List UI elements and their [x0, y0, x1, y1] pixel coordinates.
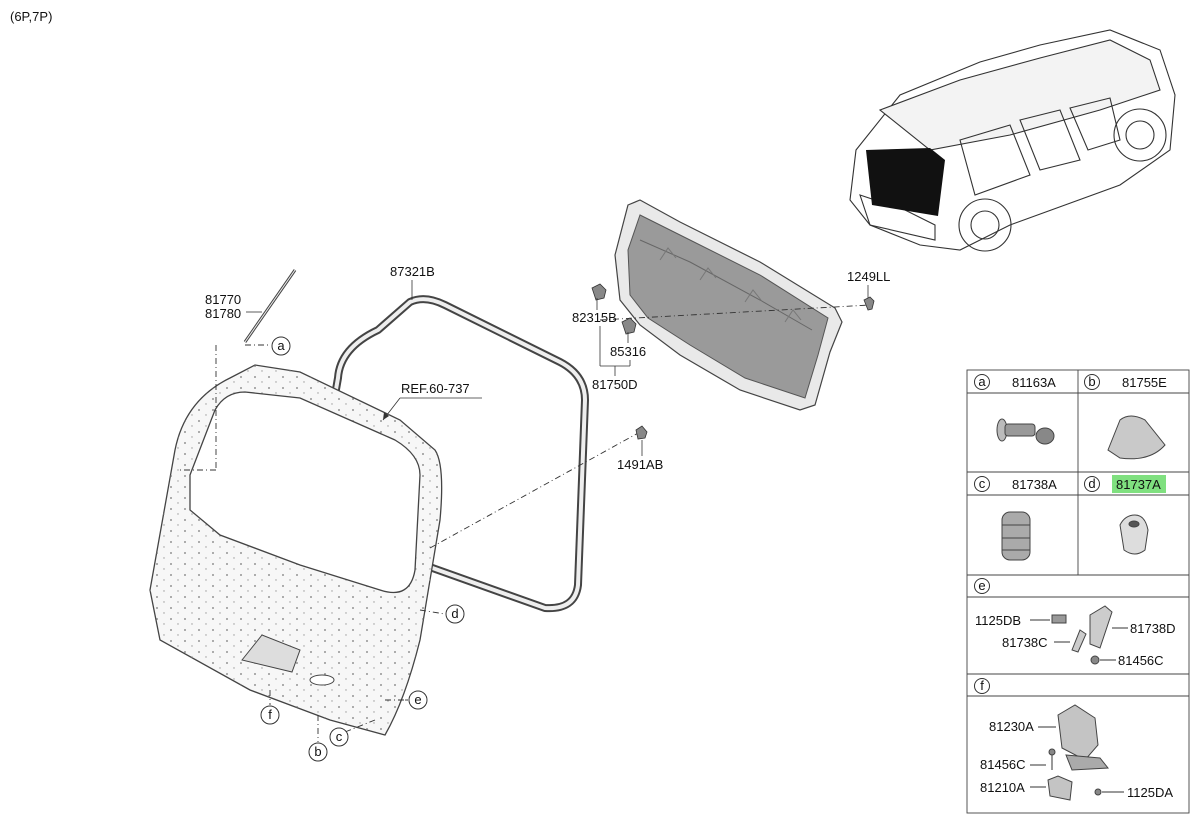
legend-a-part: 81163A: [1012, 375, 1056, 390]
legend-f-header: f: [974, 678, 990, 694]
label-clip-85316: 85316: [610, 344, 646, 359]
legend-e-striker: 81738D: [1130, 621, 1176, 636]
label-trim-81750d: 81750D: [592, 377, 638, 392]
svg-text:c: c: [979, 476, 986, 491]
legend-e-bracket: 81738C: [1002, 635, 1048, 650]
svg-text:d: d: [451, 606, 458, 621]
bumper-cap-icon: [1107, 415, 1166, 460]
label-clip-82315b: 82315B: [572, 310, 617, 325]
svg-text:b: b: [314, 744, 321, 759]
callout-c: c: [329, 727, 349, 747]
svg-text:a: a: [277, 338, 285, 353]
label-weatherstrip: 87321B: [390, 264, 435, 279]
push-rivet-icon: [996, 418, 1055, 445]
variant-label: (6P,7P): [10, 9, 52, 24]
svg-text:b: b: [1088, 374, 1095, 389]
latch-assembly-icon: [1030, 704, 1124, 801]
tailgate-panel: [149, 364, 443, 736]
legend-c-header: c 81738A: [974, 476, 1057, 492]
svg-text:f: f: [268, 707, 272, 722]
legend-b-part: 81755E: [1122, 375, 1167, 390]
legend-table: [966, 369, 1190, 814]
svg-text:c: c: [336, 729, 343, 744]
callout-f: f: [260, 705, 280, 725]
legend-c-part: 81738A: [1012, 477, 1057, 492]
callout-e: e: [408, 690, 428, 710]
legend-d-part: 81737A: [1116, 477, 1161, 492]
legend-e-bolt: 1125DB: [975, 613, 1021, 628]
label-screw-1249ll: 1249LL: [847, 269, 890, 284]
gas-lift-strut: [243, 269, 297, 343]
striker-assembly-icon: [1030, 605, 1128, 665]
svg-text:d: d: [1088, 476, 1095, 491]
svg-text:a: a: [978, 374, 986, 389]
legend-a-header: a 81163A: [974, 374, 1056, 390]
legend-f-striker: 81210A: [980, 780, 1025, 795]
label-fastener-1491ab: 1491AB: [617, 457, 663, 472]
legend-f-bolt: 1125DA: [1127, 785, 1173, 800]
vehicle-tailgate-highlight: [866, 148, 945, 216]
legend-b-header: b 81755E: [1084, 374, 1167, 390]
callout-a: a: [271, 336, 291, 356]
callout-d: d: [445, 604, 465, 624]
rubber-stopper-icon: [1001, 511, 1031, 561]
legend-f-latch: 81230A: [989, 719, 1034, 734]
svg-text:e: e: [414, 692, 421, 707]
rubber-bumper-icon: [1119, 514, 1149, 555]
callout-b: b: [308, 742, 328, 762]
vehicle-illustration: [849, 29, 1176, 252]
tailgate-trim-panel: [614, 199, 843, 411]
legend-d-header: d 81737A: [1084, 475, 1166, 493]
label-ref: REF.60-737: [401, 381, 470, 396]
legend-d-highlight: [1112, 475, 1166, 493]
label-gas-lift-81770: 81770: [205, 292, 241, 307]
legend-f-nut: 81456C: [980, 757, 1026, 772]
legend-e-nut: 81456C: [1118, 653, 1164, 668]
svg-text:e: e: [978, 578, 985, 593]
label-gas-lift-81780: 81780: [205, 306, 241, 321]
leader-lines: [180, 304, 871, 742]
svg-text:f: f: [980, 678, 984, 693]
small-fasteners: [591, 283, 875, 440]
legend-e-header: e: [974, 578, 990, 594]
